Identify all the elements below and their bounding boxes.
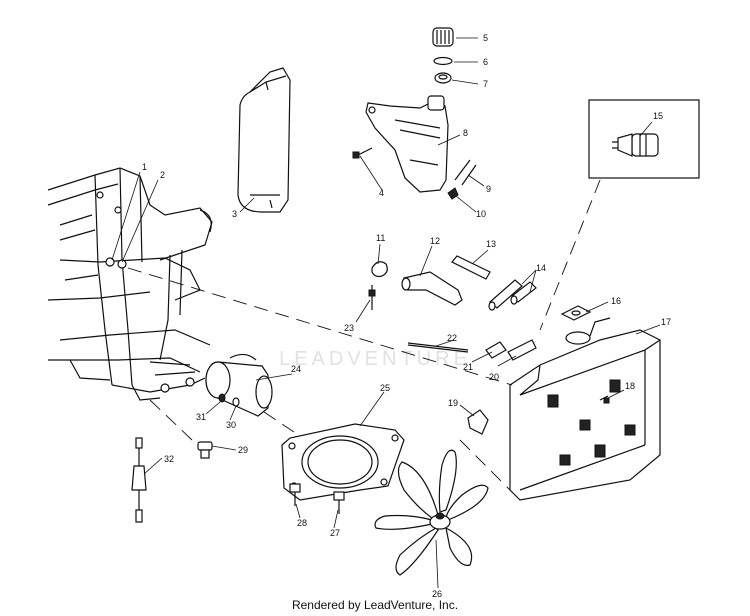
callout-14: 14 <box>536 263 546 273</box>
clamp-part-11 <box>371 261 388 278</box>
clamp-part-10 <box>447 187 459 200</box>
callout-6: 6 <box>483 57 488 67</box>
sensor-part-32 <box>131 437 147 523</box>
callout-11: 11 <box>376 233 385 243</box>
callout-22: 22 <box>447 333 457 343</box>
bottle-cap-part-5 <box>432 27 454 47</box>
nut-part-31 <box>218 393 226 403</box>
hose-part-9 <box>454 159 477 186</box>
radiator-cap-part-16 <box>560 305 592 321</box>
callout-labels: 1 2 3 4 5 6 7 8 9 10 11 12 13 14 15 16 1… <box>142 33 671 599</box>
callout-28: 28 <box>297 518 307 528</box>
fitting-part-23 <box>368 285 376 310</box>
bracket-part-19 <box>467 409 489 435</box>
radiator-part-17 <box>509 317 661 501</box>
callout-21: 21 <box>463 362 473 372</box>
callout-30: 30 <box>226 420 236 430</box>
hose-part-14 <box>488 279 537 311</box>
callout-4: 4 <box>379 188 384 198</box>
callout-13: 13 <box>486 239 496 249</box>
seal-part-6 <box>433 56 453 66</box>
callout-15: 15 <box>653 111 663 121</box>
callout-31: 31 <box>196 412 206 422</box>
frame-assembly <box>47 167 213 401</box>
callout-25: 25 <box>380 383 390 393</box>
leader-lines <box>111 37 661 589</box>
fan-shroud-part-25 <box>281 423 405 501</box>
callout-32: 32 <box>164 454 174 464</box>
coolant-bottle-part-8 <box>365 95 449 193</box>
fitting-part-29 <box>197 441 213 459</box>
hose-part-20 <box>507 339 537 361</box>
callout-23: 23 <box>344 323 354 333</box>
hose-part-12 <box>401 271 463 306</box>
callout-16: 16 <box>611 296 621 306</box>
callout-7: 7 <box>483 79 488 89</box>
callout-29: 29 <box>238 445 248 455</box>
screw-part-18 <box>599 395 610 404</box>
callout-2: 2 <box>160 170 165 180</box>
wire-part-22 <box>407 342 469 353</box>
callout-9: 9 <box>486 184 491 194</box>
callout-8: 8 <box>463 128 468 138</box>
footer-credit: Rendered by LeadVenture, Inc. <box>291 598 459 612</box>
callout-3: 3 <box>232 209 237 219</box>
bolt-part-28 <box>289 483 301 506</box>
callout-1: 1 <box>142 162 147 172</box>
callout-24: 24 <box>291 364 301 374</box>
detail-box-part-15 <box>588 99 700 179</box>
hose-part-13 <box>451 255 491 280</box>
callout-5: 5 <box>483 33 488 43</box>
callout-10: 10 <box>476 209 486 219</box>
callout-27: 27 <box>330 528 340 538</box>
screw-part-4 <box>352 147 373 159</box>
callout-20: 20 <box>489 372 499 382</box>
bolt-part-27 <box>333 491 345 514</box>
shroud-part-3 <box>237 67 291 213</box>
assembly-dashed-lines <box>127 179 601 491</box>
fan-blade-part-26 <box>374 449 489 576</box>
hose-part-21 <box>485 341 507 359</box>
washer-part-7 <box>434 72 452 84</box>
callout-18: 18 <box>625 381 635 391</box>
callout-17: 17 <box>661 317 671 327</box>
callout-26: 26 <box>432 589 442 599</box>
callout-19: 19 <box>448 398 458 408</box>
callout-12: 12 <box>430 236 440 246</box>
fan-motor-part-24 <box>205 353 273 417</box>
watermark: LEADVENTURE <box>279 348 471 370</box>
washer-part-30 <box>232 397 240 407</box>
